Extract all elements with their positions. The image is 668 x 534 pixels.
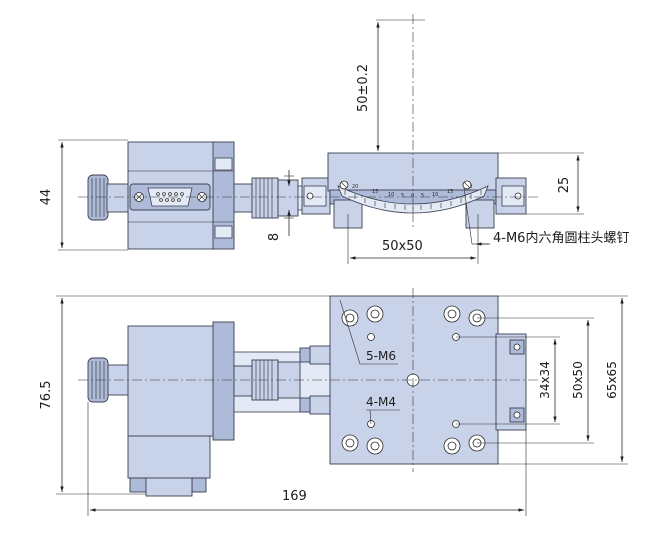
top-view — [78, 288, 540, 497]
dim-length-total: 169 — [282, 489, 307, 504]
dim-travel: 50±0.2 — [356, 64, 371, 112]
front-knob — [87, 174, 130, 221]
scale-arc: 20 15 10 5 0 5 10 15 20 — [337, 180, 489, 214]
top-coupling — [233, 345, 331, 415]
scale-tick-label: 15 — [447, 189, 453, 195]
scale-tick-label: 5 — [401, 193, 404, 199]
scale-tick-label: 20 — [352, 184, 358, 190]
front-dimensions: 50±0.2 44 25 8 50x50 4-M6内六角圆柱头螺钉 — [39, 19, 629, 264]
scale-tick-label: 10 — [388, 192, 394, 198]
dim-height-table: 25 — [557, 177, 572, 194]
dim-hole-pitch-b: 50x50 — [571, 361, 585, 399]
dim-table-size: 50x50 — [382, 239, 423, 254]
dim-screw-note: 4-M6内六角圆柱头螺钉 — [493, 230, 629, 246]
dim-hole-pitch-a: 34x34 — [538, 361, 552, 399]
dim-small-gap: 8 — [267, 233, 282, 241]
top-dimensions: 76.5 169 34x34 50x50 65x65 5-M6 4-M4 — [39, 295, 628, 516]
scale-tick-label: 15 — [372, 189, 378, 195]
front-coupling — [233, 177, 307, 219]
front-stage — [301, 152, 527, 229]
dim-width-total: 76.5 — [39, 381, 54, 410]
dim-hole-pitch-c: 65x65 — [605, 361, 619, 399]
scale-tick-label: 5 — [421, 193, 424, 199]
scale-tick-label: 10 — [432, 192, 438, 198]
front-view: 20 15 10 5 0 5 10 15 20 — [78, 14, 540, 250]
dim-height-motor: 44 — [39, 189, 54, 206]
scale-tick-label: 0 — [411, 193, 414, 199]
dim-bottom-holes: 5-M6 — [366, 349, 396, 363]
top-motor-body — [107, 321, 235, 497]
dim-side-holes: 4-M4 — [366, 395, 396, 409]
